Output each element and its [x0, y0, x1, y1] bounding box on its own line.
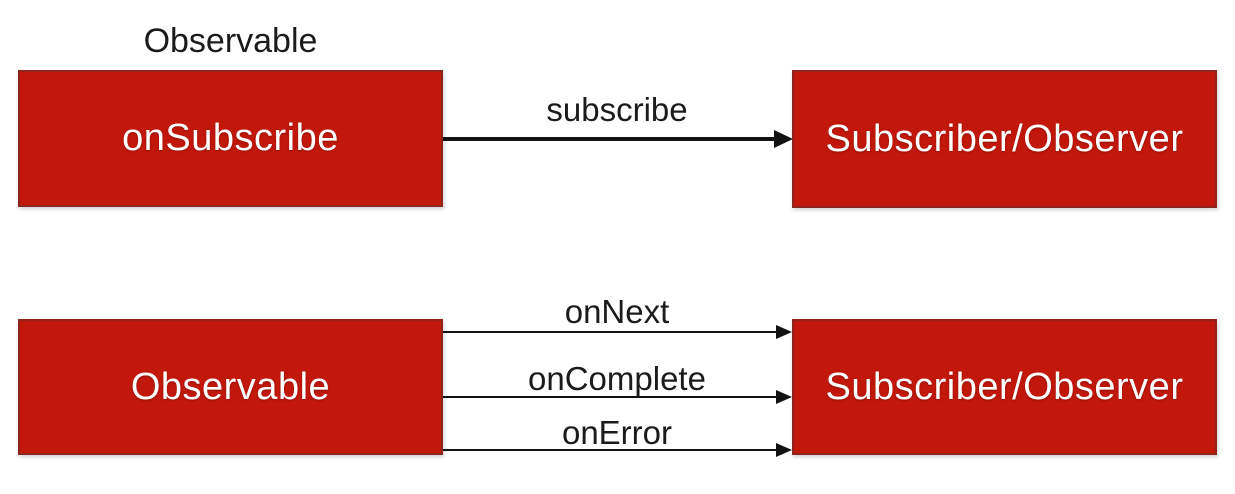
subscriber-observer-box-bottom: Subscriber/Observer — [792, 319, 1217, 455]
observable-section-title: Observable — [143, 22, 318, 60]
onsubscribe-box-label: onSubscribe — [122, 117, 339, 159]
oncomplete-arrow-head-icon — [776, 390, 792, 404]
onerror-arrow-head-icon — [776, 443, 792, 457]
subscriber-observer-box-top: Subscriber/Observer — [792, 70, 1217, 208]
onnext-arrow-head-icon — [776, 325, 792, 339]
subscribe-arrow-line — [443, 137, 775, 141]
subscriber-observer-box-bottom-label: Subscriber/Observer — [825, 365, 1184, 408]
onerror-arrow-label: onError — [561, 414, 673, 451]
onerror-arrow-line — [443, 449, 777, 451]
onsubscribe-box: onSubscribe — [18, 70, 443, 207]
oncomplete-arrow-line — [443, 396, 777, 398]
onnext-arrow-label: onNext — [564, 293, 670, 330]
subscribe-arrow-head-icon — [774, 130, 793, 148]
onnext-arrow-line — [443, 331, 777, 333]
subscriber-observer-box-top-label: Subscriber/Observer — [825, 117, 1184, 160]
oncomplete-arrow-label: onComplete — [528, 360, 706, 397]
observable-box: Observable — [18, 319, 443, 455]
observable-box-label: Observable — [130, 365, 331, 408]
subscribe-arrow-label: subscribe — [546, 91, 688, 128]
